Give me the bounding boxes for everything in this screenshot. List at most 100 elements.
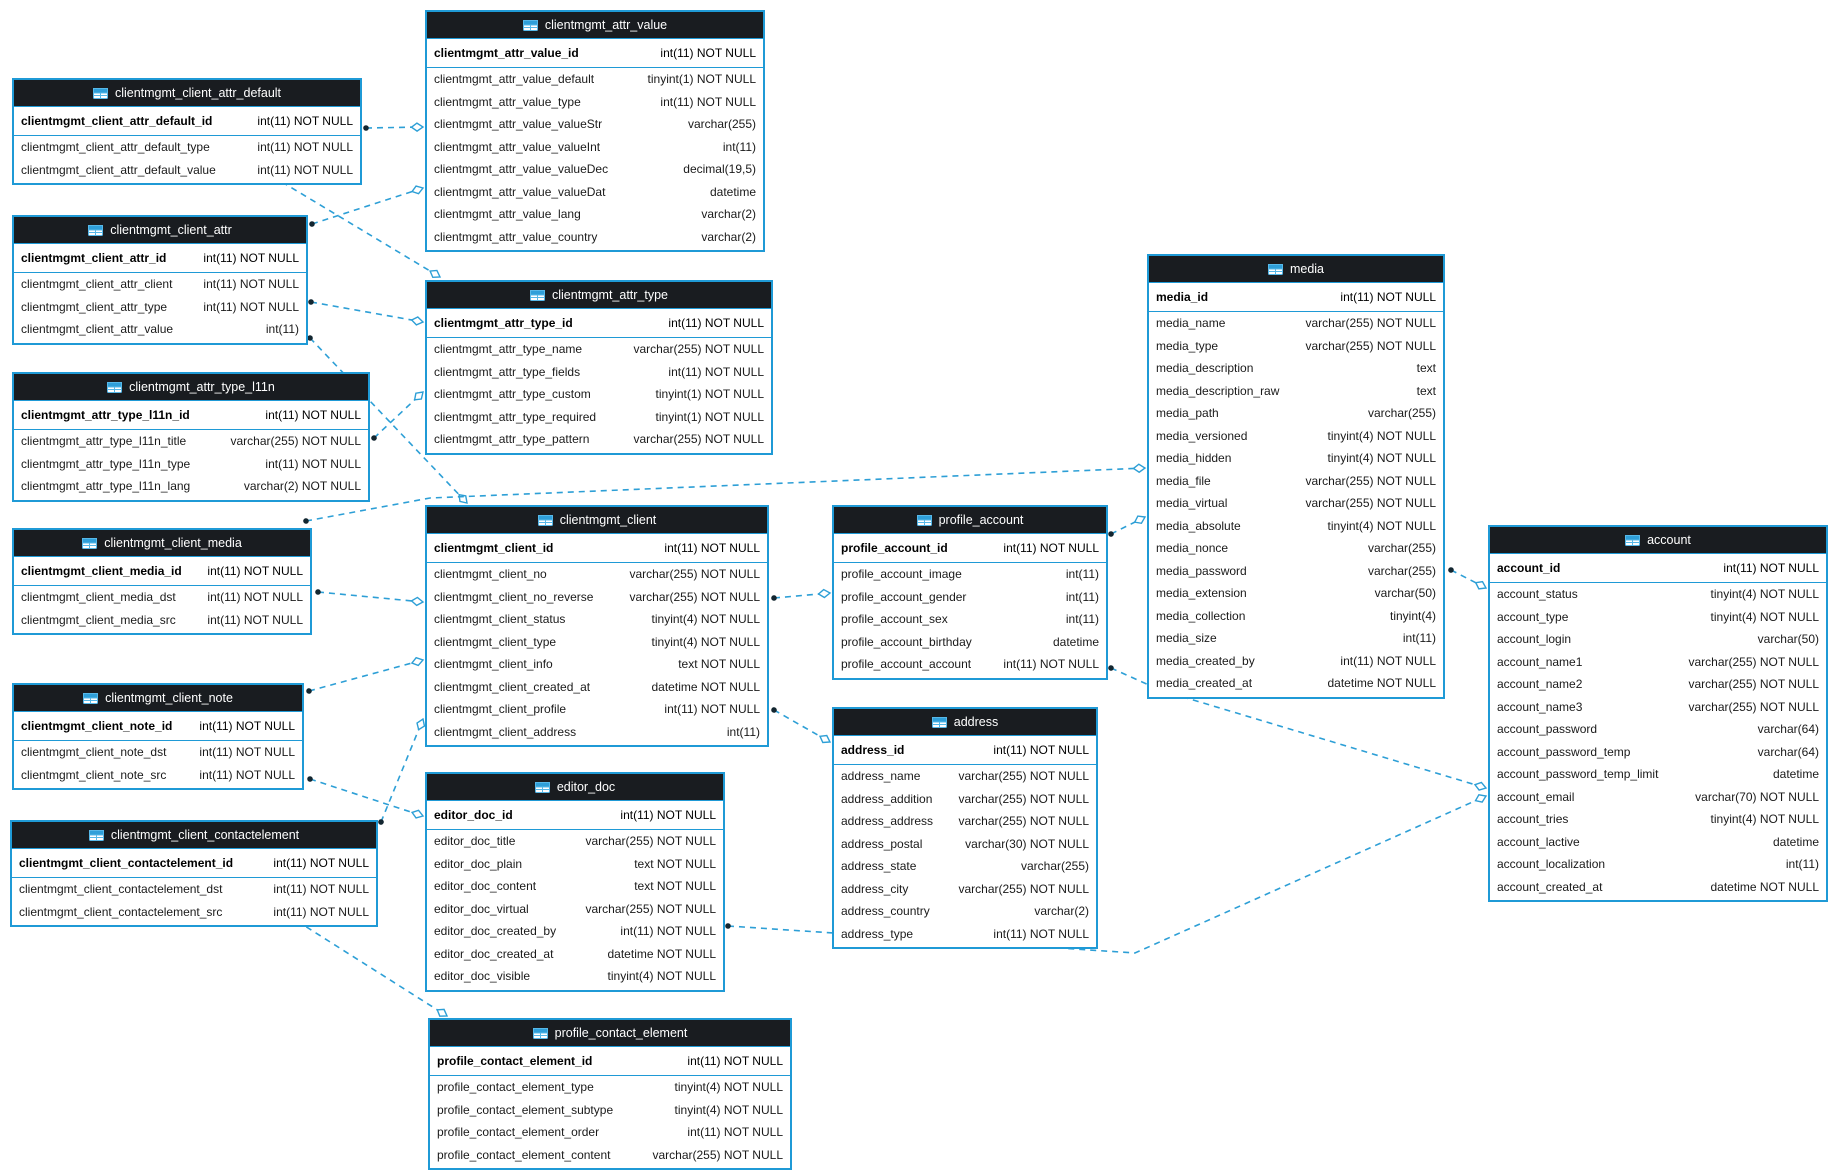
relationship-clientmgmt_client_contactelement-to-profile_contact_element[interactable] — [294, 918, 449, 1017]
relationship-clientmgmt_client_contactelement-to-clientmgmt_client[interactable] — [378, 717, 426, 825]
relationship-clientmgmt_client_media-to-clientmgmt_client[interactable] — [315, 589, 425, 607]
table-header[interactable]: clientmgmt_client_note — [14, 685, 302, 712]
table-header[interactable]: clientmgmt_attr_type_l11n — [14, 374, 368, 401]
table-clientmgmt_client_note[interactable]: clientmgmt_client_note clientmgmt_client_… — [12, 683, 304, 790]
relationship-clientmgmt_client_attr_default-to-clientmgmt_attr_value[interactable] — [363, 122, 425, 132]
table-header[interactable]: clientmgmt_client_contactelement — [12, 822, 376, 849]
relationship-clientmgmt_client_note-to-clientmgmt_client[interactable] — [306, 656, 425, 694]
table-header[interactable]: media — [1149, 256, 1443, 283]
table-header[interactable]: clientmgmt_client_media — [14, 530, 310, 557]
table-header[interactable]: profile_contact_element — [430, 1020, 790, 1047]
table-clientmgmt_client_contactelement[interactable]: clientmgmt_client_contactelement clientmg… — [10, 820, 378, 927]
relationship-clientmgmt_client_media-to-media[interactable] — [303, 463, 1147, 524]
relationship-profile_account-to-account[interactable] — [1108, 665, 1488, 791]
relationship-clientmgmt_client-to-profile_account[interactable] — [771, 588, 832, 601]
table-header[interactable]: clientmgmt_client_attr_default — [14, 80, 360, 107]
relationship-clientmgmt_client_attr-to-clientmgmt_attr_type[interactable] — [308, 299, 425, 326]
table-header[interactable]: profile_account — [834, 507, 1106, 534]
relationship-clientmgmt_client_note-to-editor_doc[interactable] — [307, 776, 425, 819]
